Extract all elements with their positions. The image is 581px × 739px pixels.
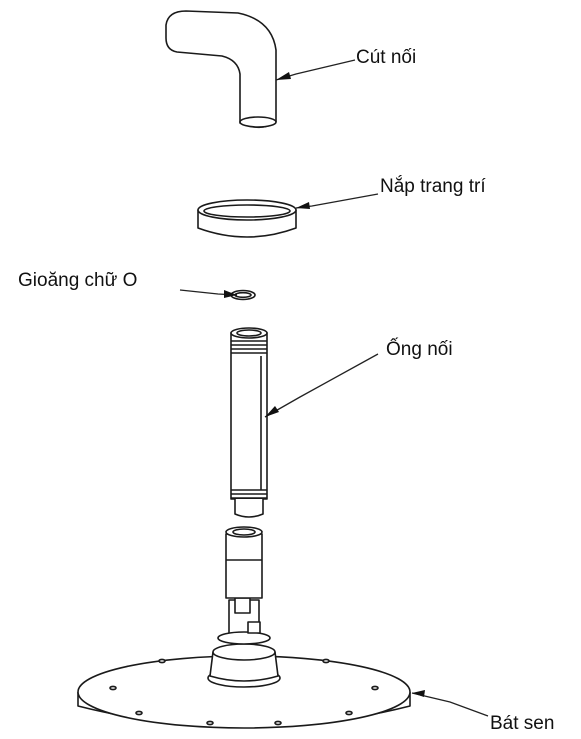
decorative-cover — [197, 199, 297, 238]
connecting-pipe — [230, 327, 268, 518]
label-decorative-cover: Nắp trang trí — [380, 176, 486, 197]
leader-head — [411, 690, 489, 717]
elbow-connector — [165, 10, 277, 129]
leader-elbow — [275, 59, 356, 81]
label-shower-head: Bát sen — [490, 713, 555, 734]
shower-head — [77, 526, 411, 729]
label-elbow-connector: Cút nối — [356, 47, 417, 68]
o-ring — [230, 289, 256, 301]
label-connecting-pipe: Ống nối — [386, 339, 453, 360]
label-o-ring: Gioăng chữ O — [18, 270, 138, 291]
leader-cover — [295, 193, 379, 209]
leader-pipe — [264, 353, 379, 418]
leader-oring — [179, 289, 238, 298]
